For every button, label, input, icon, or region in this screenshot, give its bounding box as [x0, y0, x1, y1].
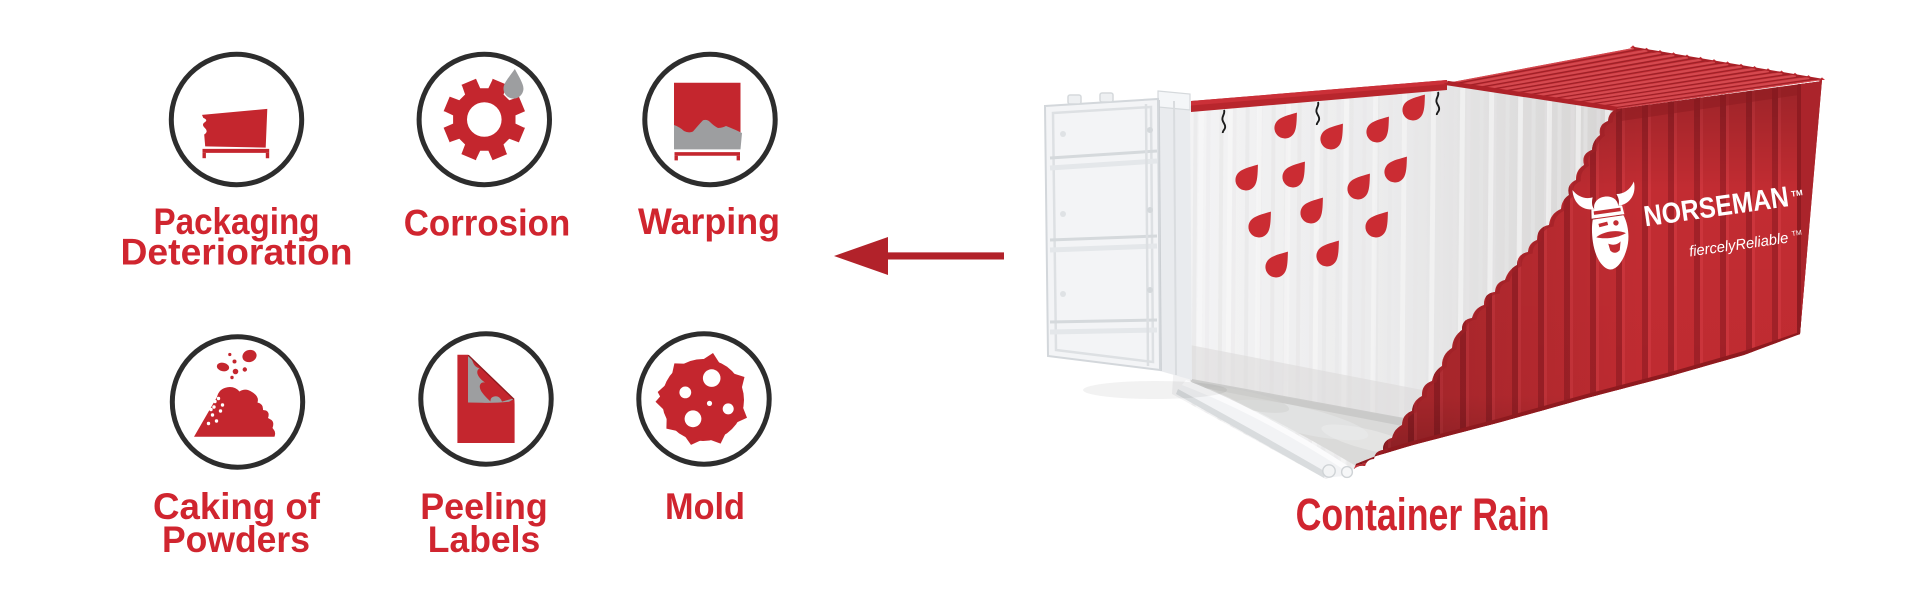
svg-text:Powders: Powders [162, 519, 310, 560]
svg-text:Container Rain: Container Rain [1296, 489, 1550, 540]
svg-text:Corrosion: Corrosion [404, 203, 571, 244]
svg-text:TM: TM [1791, 230, 1802, 238]
svg-text:Labels: Labels [428, 519, 541, 560]
svg-text:Deterioration: Deterioration [121, 231, 353, 272]
svg-text:Warping: Warping [638, 201, 780, 242]
svg-text:Packaging: Packaging [154, 201, 320, 242]
svg-text:Mold: Mold [665, 486, 745, 527]
svg-text:Caking of: Caking of [153, 486, 321, 527]
svg-text:Peeling: Peeling [420, 486, 548, 527]
svg-text:TM: TM [1791, 188, 1804, 199]
